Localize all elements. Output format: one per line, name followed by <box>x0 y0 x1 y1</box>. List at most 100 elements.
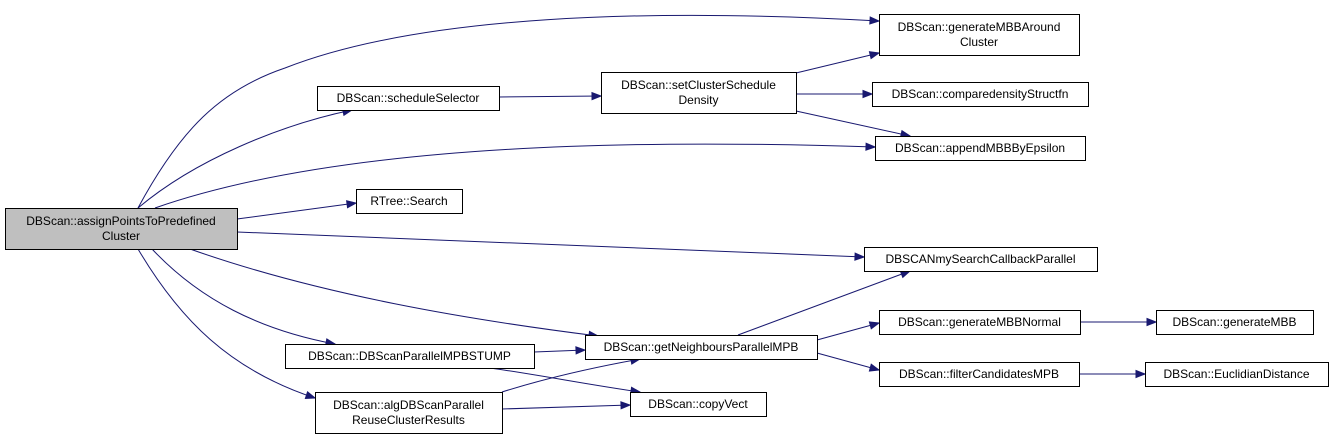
edge-line <box>737 270 911 336</box>
node-box <box>5 208 238 250</box>
edge-setSched-to-genAround <box>795 51 881 74</box>
edge-assign-to-schedSel <box>137 107 354 209</box>
node-box <box>864 247 1098 272</box>
edge-line <box>816 322 880 341</box>
edge-line <box>498 95 602 98</box>
node-box <box>317 86 500 111</box>
arrowhead <box>854 252 866 261</box>
arrowhead <box>620 401 632 410</box>
node-genMBB[interactable]: DBScan::generateMBB <box>1156 310 1314 335</box>
node-label: Density <box>678 93 718 107</box>
node-label: DBScan::EuclidianDistance <box>1163 367 1309 381</box>
edge-line <box>137 248 316 399</box>
edges-layer <box>137 14 1158 410</box>
edge-getNeigh-to-filter <box>816 352 881 372</box>
edge-setSched-to-compare <box>796 89 874 99</box>
arrowhead <box>868 51 881 60</box>
node-box <box>585 335 818 360</box>
arrowhead <box>346 200 358 209</box>
node-label: DBScan::copyVect <box>648 397 748 411</box>
edge-schedSel-to-setSched <box>498 91 603 101</box>
edge-line <box>501 404 631 410</box>
node-label: DBScan::generateMBB <box>1172 315 1296 329</box>
node-schedSel[interactable]: DBScan::scheduleSelector <box>317 86 500 111</box>
node-copyVect[interactable]: DBScan::copyVect <box>630 392 767 417</box>
edge-getNeigh-to-genNormal <box>816 321 881 341</box>
node-box <box>879 310 1081 335</box>
node-label: DBScan::generateMBBAround <box>898 20 1061 34</box>
edge-line <box>236 202 357 220</box>
node-label: DBScan::appendMBBByEpsilon <box>895 141 1065 155</box>
edge-assign-to-callback <box>236 231 866 261</box>
arrowhead <box>868 363 881 372</box>
node-callback[interactable]: DBSCANmySearchCallbackParallel <box>864 247 1098 272</box>
node-parallelStump[interactable]: DBScan::DBScanParallelMPBSTUMP <box>285 344 535 369</box>
node-label: DBScan::setClusterSchedule <box>621 78 776 92</box>
node-box <box>879 362 1080 387</box>
edge-line <box>151 248 336 345</box>
node-label: DBScan::filterCandidatesMPB <box>899 367 1059 381</box>
node-box <box>630 392 767 417</box>
edge-assign-to-alg <box>137 248 317 400</box>
arrowhead <box>868 321 881 330</box>
node-filter[interactable]: DBScan::filterCandidatesMPB <box>879 362 1080 387</box>
node-getNeigh[interactable]: DBScan::getNeighboursParallelMPB <box>585 335 818 360</box>
edge-filter-to-euclid <box>1079 369 1147 379</box>
node-label: Cluster <box>960 35 998 49</box>
edge-line <box>236 231 865 258</box>
node-label: DBScan::DBScanParallelMPBSTUMP <box>308 349 511 363</box>
edge-alg-to-copyVect <box>501 401 632 410</box>
node-box <box>879 14 1080 56</box>
edge-setSched-to-append <box>795 110 912 139</box>
edge-assign-to-append <box>154 142 877 209</box>
edge-assign-to-getNeigh <box>189 248 600 340</box>
node-label: DBScan::comparedensityStructfn <box>892 87 1069 101</box>
arrowhead <box>1135 369 1147 379</box>
arrowhead <box>304 391 317 400</box>
node-box <box>601 72 797 114</box>
edge-parallelStump-to-getNeigh <box>533 346 587 355</box>
node-genNormal[interactable]: DBScan::generateMBBNormal <box>879 310 1081 335</box>
node-label: DBScan::getNeighboursParallelMPB <box>604 340 799 354</box>
node-label: DBSCANmySearchCallbackParallel <box>885 252 1075 266</box>
node-box <box>285 344 535 369</box>
node-box <box>875 136 1086 161</box>
node-label: DBScan::assignPointsToPredefined <box>26 214 215 228</box>
edge-line <box>795 52 880 74</box>
node-box <box>1145 362 1329 387</box>
node-alg[interactable]: DBScan::algDBScanParallelReuseClusterRes… <box>315 392 503 434</box>
edge-line <box>501 358 641 393</box>
node-rtree[interactable]: RTree::Search <box>356 189 463 214</box>
edge-line <box>189 248 599 337</box>
arrowhead <box>1146 317 1158 327</box>
edge-assign-to-rtree <box>236 200 358 220</box>
nodes-layer: DBScan::assignPointsToPredefinedClusterD… <box>5 14 1329 434</box>
node-label: DBScan::generateMBBNormal <box>898 315 1061 329</box>
node-box <box>872 82 1089 107</box>
edge-line <box>154 143 876 209</box>
node-label: DBScan::scheduleSelector <box>337 91 480 105</box>
arrowhead <box>865 142 877 151</box>
edge-assign-to-genAround <box>137 14 881 209</box>
node-append[interactable]: DBScan::appendMBBByEpsilon <box>875 136 1086 161</box>
node-euclid[interactable]: DBScan::EuclidianDistance <box>1145 362 1329 387</box>
edge-parallelStump-to-copyVect <box>489 367 642 395</box>
node-box <box>1156 310 1314 335</box>
arrowhead <box>575 346 587 355</box>
edge-line <box>137 109 353 209</box>
node-box <box>356 189 463 214</box>
edge-assign-to-parallelStump <box>151 248 337 347</box>
node-box <box>315 392 503 434</box>
node-label: Cluster <box>102 229 140 243</box>
node-label: RTree::Search <box>370 194 447 208</box>
edge-line <box>795 110 911 137</box>
node-compare[interactable]: DBScan::comparedensityStructfn <box>872 82 1089 107</box>
edge-line <box>816 352 880 371</box>
edge-line <box>137 14 880 209</box>
edge-line <box>489 367 641 393</box>
arrowhead <box>591 91 603 101</box>
